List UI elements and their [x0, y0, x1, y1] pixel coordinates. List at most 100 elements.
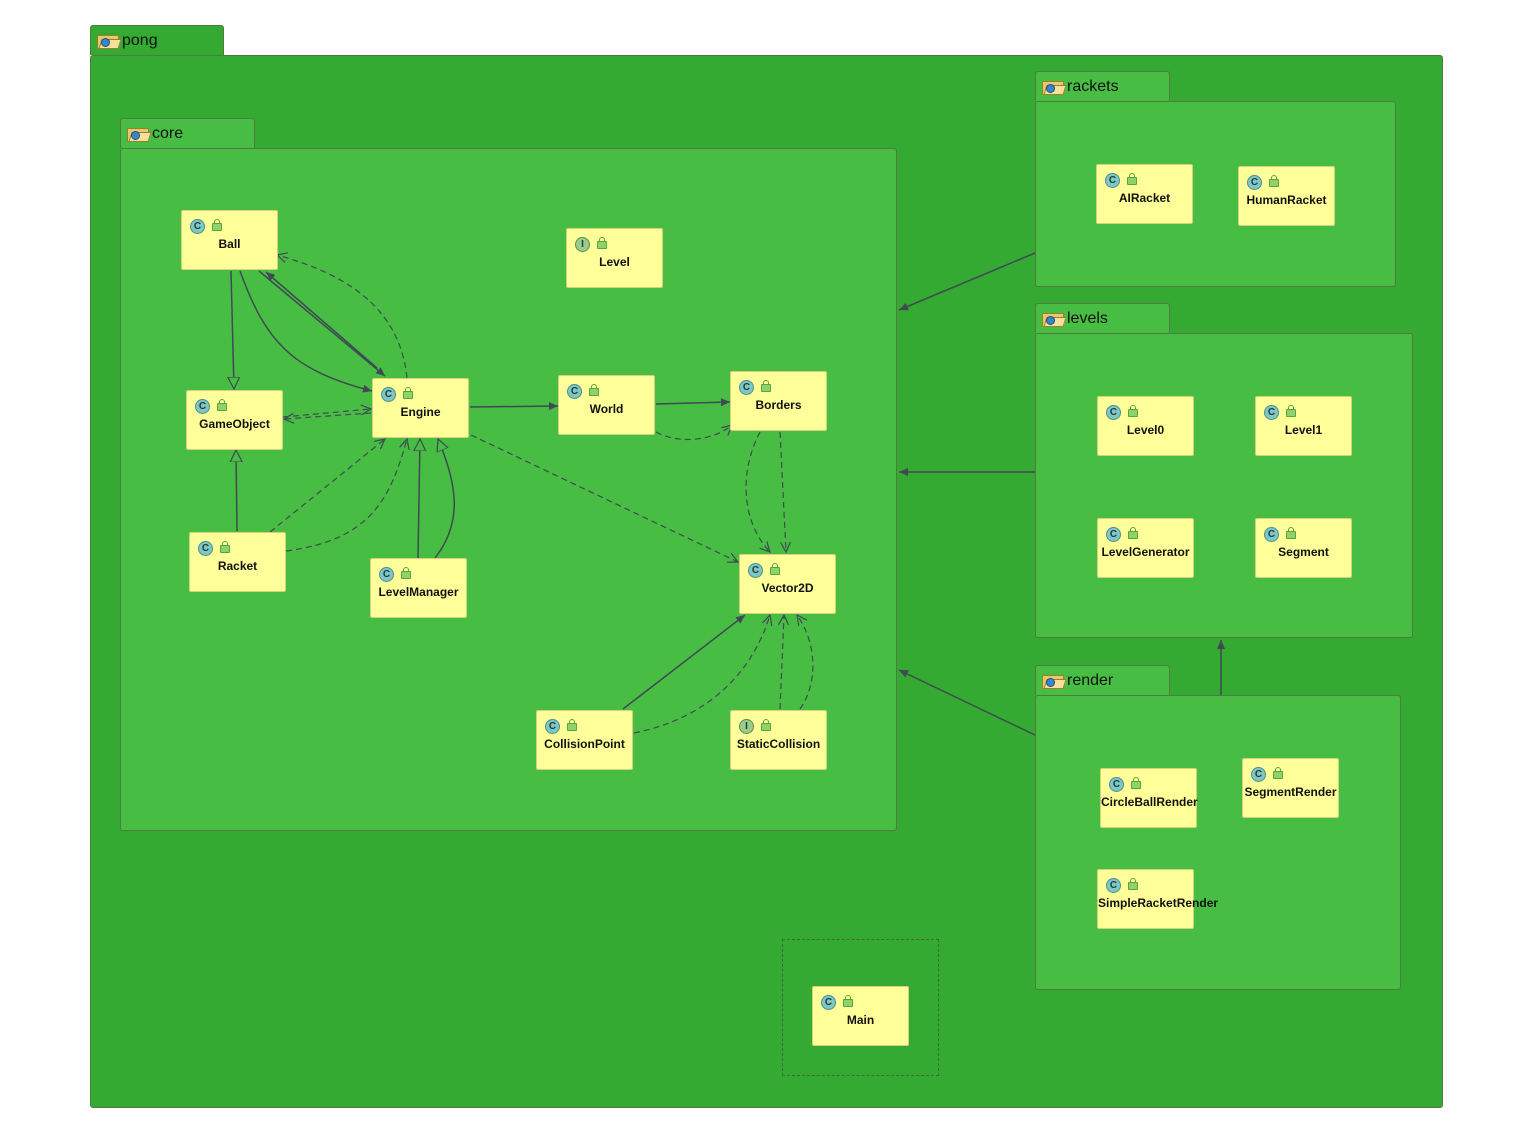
public-lock-icon — [1128, 527, 1138, 539]
class-humanracket[interactable]: C HumanRacket — [1238, 166, 1335, 226]
edge-levelmanager-engine-2 — [434, 439, 455, 559]
edge-levelmanager-engine — [418, 439, 420, 559]
class-name: LevelManager — [378, 585, 459, 599]
public-lock-icon — [843, 995, 853, 1007]
edge-ball-gameobject — [231, 270, 234, 389]
class-name: StaticCollision — [736, 737, 821, 751]
edge-engine-world — [469, 402, 559, 411]
class-c-icon: C — [1106, 527, 1121, 542]
public-lock-icon — [1128, 405, 1138, 417]
class-name: LevelGenerator — [1101, 545, 1190, 559]
public-lock-icon — [217, 399, 227, 411]
class-name: Main — [846, 1013, 875, 1027]
folder-icon — [1042, 312, 1067, 327]
class-name: HumanRacket — [1246, 193, 1327, 207]
package-levels[interactable] — [1035, 333, 1413, 638]
class-simpleracketrender[interactable]: C SimpleRacketRender — [1097, 869, 1219, 929]
class-segmentrender[interactable]: C SegmentRender — [1242, 758, 1339, 818]
public-lock-icon — [567, 719, 577, 731]
class-gameobject[interactable]: C GameObject — [186, 390, 283, 450]
class-c-icon: C — [190, 219, 205, 234]
class-vector2d[interactable]: C Vector2D — [739, 554, 836, 614]
edge-borders-vector2d — [745, 431, 770, 552]
class-circleballrender[interactable]: C CircleBallRender — [1100, 768, 1198, 828]
public-lock-icon — [589, 384, 599, 396]
class-levelmanager[interactable]: C LevelManager — [370, 558, 467, 618]
package-label-render: render — [1042, 671, 1113, 691]
main-group — [782, 939, 939, 1076]
public-lock-icon — [1131, 777, 1141, 789]
class-c-icon: C — [195, 399, 210, 414]
package-render[interactable] — [1035, 695, 1401, 990]
edge-render-core — [898, 669, 1036, 736]
class-main[interactable]: C Main — [812, 986, 909, 1046]
interface-i-icon: I — [739, 719, 754, 734]
class-c-icon: C — [1106, 878, 1121, 893]
public-lock-icon — [1128, 878, 1138, 890]
class-collisionpoint[interactable]: C CollisionPoint — [536, 710, 633, 770]
class-name: SimpleRacketRender — [1098, 896, 1219, 910]
class-name: CircleBallRender — [1101, 795, 1198, 809]
class-name: Level1 — [1284, 423, 1323, 437]
edge-engine-ball — [265, 271, 378, 369]
class-c-icon: C — [1247, 175, 1262, 190]
package-label-core: core — [127, 124, 183, 144]
class-name: AIRacket — [1118, 191, 1171, 205]
package-tab-rackets[interactable]: rackets — [1035, 71, 1170, 101]
class-name: Ball — [218, 237, 241, 251]
class-name: World — [589, 402, 624, 416]
folder-icon — [1042, 80, 1067, 95]
interface-i-icon: I — [575, 237, 590, 252]
edge-racket-engine — [269, 439, 385, 533]
class-level[interactable]: I Level — [566, 228, 663, 288]
class-c-icon: C — [567, 384, 582, 399]
class-level0[interactable]: C Level0 — [1097, 396, 1194, 456]
class-c-icon: C — [1264, 405, 1279, 420]
public-lock-icon — [401, 567, 411, 579]
class-name: Level — [599, 255, 630, 269]
class-name: Engine — [400, 405, 441, 419]
package-rackets[interactable] — [1035, 101, 1396, 287]
edge-engine-gameobject — [284, 412, 372, 419]
class-staticcollision[interactable]: I StaticCollision — [730, 710, 827, 770]
edge-collisionpoint-vector2d-dashed — [633, 615, 770, 734]
class-racket[interactable]: C Racket — [189, 532, 286, 592]
class-name: Level0 — [1126, 423, 1165, 437]
package-label-levels: levels — [1042, 309, 1108, 329]
package-tab-levels[interactable]: levels — [1035, 303, 1170, 333]
public-lock-icon — [1269, 175, 1279, 187]
public-lock-icon — [1286, 405, 1296, 417]
class-c-icon: C — [821, 995, 836, 1010]
class-levelgenerator[interactable]: C LevelGenerator — [1097, 518, 1194, 578]
folder-icon — [1042, 674, 1067, 689]
public-lock-icon — [1273, 767, 1283, 779]
class-name: CollisionPoint — [544, 737, 625, 751]
package-name: render — [1067, 672, 1114, 689]
class-c-icon: C — [748, 563, 763, 578]
edge-collisionpoint-vector2d — [622, 614, 746, 710]
class-level1[interactable]: C Level1 — [1255, 396, 1352, 456]
package-label-pong: pong — [97, 31, 158, 51]
package-name: core — [152, 125, 184, 142]
class-world[interactable]: C World — [558, 375, 655, 435]
class-ball[interactable]: C Ball — [181, 210, 278, 270]
package-tab-render[interactable]: render — [1035, 665, 1170, 695]
class-borders[interactable]: C Borders — [730, 371, 827, 431]
class-segment[interactable]: C Segment — [1255, 518, 1352, 578]
edge-ball-engine — [239, 270, 373, 393]
package-tab-core[interactable]: core — [120, 118, 255, 148]
edge-ball-engine-2 — [258, 270, 386, 377]
edge-world-borders — [655, 398, 731, 407]
folder-icon — [97, 34, 122, 49]
public-lock-icon — [1286, 527, 1296, 539]
class-engine[interactable]: C Engine — [372, 378, 469, 438]
edge-borders-vector2d-2 — [779, 431, 786, 552]
class-name: Racket — [217, 559, 258, 573]
package-tab-pong[interactable]: pong — [90, 25, 224, 55]
edge-engine-ball-dashed — [277, 255, 408, 379]
public-lock-icon — [761, 719, 771, 731]
class-airacket[interactable]: C AIRacket — [1096, 164, 1193, 224]
public-lock-icon — [403, 387, 413, 399]
public-lock-icon — [597, 237, 607, 249]
package-name: rackets — [1067, 78, 1119, 95]
